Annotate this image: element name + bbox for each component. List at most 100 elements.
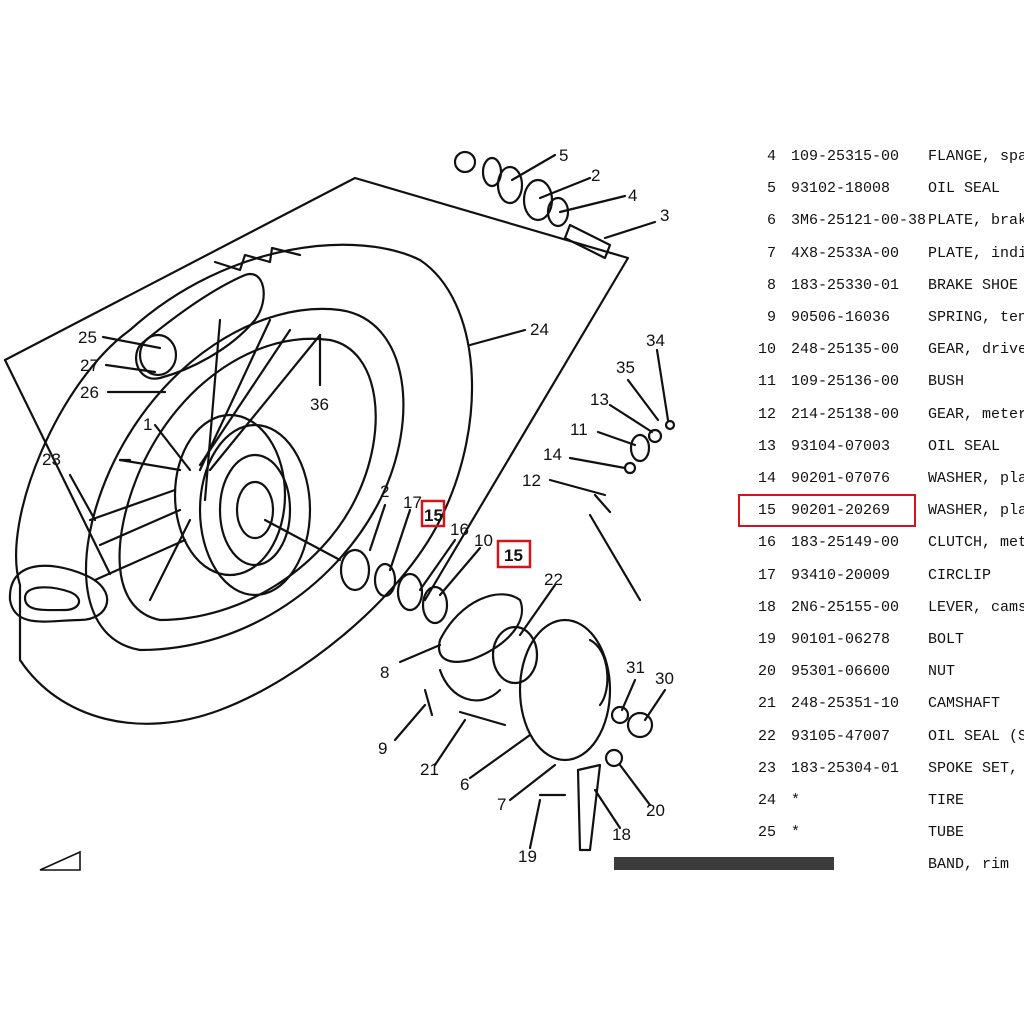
callout-14: 14 (543, 445, 562, 464)
part-number: 248-25351-10 (791, 695, 900, 713)
part-number-index: 6 (766, 212, 776, 230)
part-description: PLATE, indic (928, 244, 1024, 262)
part-description: FLANGE, spac (928, 148, 1024, 165)
part-number-index: 8 (766, 276, 776, 294)
part-number: * (791, 792, 801, 809)
part-number: 2N6-25155-00 (791, 598, 900, 616)
assembly-outline (3, 176, 630, 602)
part-number-index: 24 (757, 792, 776, 809)
callout-31: 31 (626, 658, 645, 677)
part-number-index: 9 (766, 309, 776, 326)
part-number-index: 10 (757, 341, 776, 359)
parts-row-16: 16 183-25149-00 CLUTCH, mete (740, 528, 1024, 558)
callout-3: 3 (660, 206, 669, 225)
callout-21: 21 (420, 760, 439, 779)
callout-5: 5 (559, 146, 568, 165)
tire (15, 243, 474, 725)
callout-12: 12 (522, 471, 541, 490)
part-description: LEVER, camsh (928, 598, 1024, 616)
callout-18: 18 (612, 825, 631, 844)
part-number-index: 16 (757, 534, 776, 552)
brake-shoes (437, 593, 523, 663)
callout-15-a: 15 (424, 506, 443, 525)
callout-10: 10 (474, 531, 493, 550)
part-number-index: 13 (757, 437, 776, 455)
part-number: 95301-06600 (791, 663, 891, 681)
part-description: BOLT (928, 631, 965, 648)
part-number: 93104-07003 (791, 437, 891, 455)
callout-17: 17 (403, 493, 422, 512)
part-number-index: 4 (766, 148, 776, 165)
part-description: CAMSHAFT (928, 695, 1001, 713)
part-number: 93102-18008 (791, 180, 891, 198)
callout-27: 27 (80, 356, 99, 375)
part-number: 90506-16036 (791, 309, 891, 326)
highlight-box-row-15 (738, 494, 916, 527)
part-number-index: 14 (757, 470, 776, 487)
callout-2-hub: 2 (380, 482, 389, 501)
part-number: 109-25136-00 (791, 373, 900, 391)
part-number-index: 17 (757, 566, 776, 584)
part-number: 248-25135-00 (791, 341, 900, 359)
part-description: BRAKE SHOE C (928, 276, 1024, 294)
part-number: * (791, 824, 801, 842)
part-description: SPRING, tens (928, 309, 1024, 326)
part-number-index: 11 (757, 373, 776, 391)
callout-16: 16 (450, 520, 469, 539)
callout-34: 34 (646, 331, 665, 350)
part-description: BAND, rim (928, 856, 1010, 874)
parts-row-25: 25*TUBE (740, 818, 1024, 848)
part-description: WASHER, plat (928, 502, 1024, 520)
part-description: WASHER, plat (928, 470, 1024, 487)
part-number-index: 7 (766, 244, 776, 262)
parts-row-24: 24*TIRE (740, 786, 1024, 816)
part-description: OIL SEAL (SD (928, 727, 1024, 745)
part-number-index: 19 (757, 631, 776, 648)
part-description: CLUTCH, mete (928, 534, 1024, 552)
parts-row-4: 4 109-25315-00 FLANGE, spac (740, 142, 1024, 172)
parts-row-14: 14 90201-07076 WASHER, plat (740, 464, 1024, 494)
part-number: 93105-47007 (791, 727, 891, 745)
highlight-box-15-b (496, 539, 532, 569)
callout-1: 1 (143, 415, 152, 434)
callout-2-top: 2 (591, 166, 600, 185)
part-description: CIRCLIP (928, 566, 992, 584)
part-description: OIL SEAL (928, 180, 1001, 198)
part-number-index: 21 (757, 695, 776, 713)
callout-13: 13 (590, 390, 609, 409)
part-number: 90101-06278 (791, 631, 891, 648)
part-number-index: 25 (757, 824, 776, 842)
part-number-index: 12 (757, 405, 776, 423)
callout-19: 19 (518, 847, 537, 866)
callout-9: 9 (378, 739, 387, 758)
callout-11: 11 (570, 420, 588, 439)
part-description: OIL SEAL (928, 437, 1001, 455)
callout-15-b: 15 (504, 546, 523, 565)
part-number-index: 18 (757, 598, 776, 616)
part-number: 183-25149-00 (791, 534, 900, 552)
parts-row-9: 9 90506-16036 SPRING, tens (740, 303, 1024, 333)
blank-top-area (0, 0, 1024, 154)
parts-row-18: 18 2N6-25155-00 LEVER, camsh (740, 593, 1024, 623)
tube (134, 272, 265, 380)
part-number: 183-25304-01 (791, 759, 900, 777)
callout-6: 6 (460, 775, 469, 794)
part-number: 90201-20269 (791, 502, 891, 520)
part-number: 109-25315-00 (791, 148, 900, 165)
callout-35: 35 (616, 358, 635, 377)
parts-row-13: 13 93104-07003 OIL SEAL (740, 432, 1024, 462)
part-description: GEAR, drive (928, 341, 1024, 359)
part-number: 90201-07076 (791, 470, 891, 487)
callout-36: 36 (310, 395, 329, 414)
obscured-bar (614, 857, 834, 870)
callout-26: 26 (80, 383, 99, 402)
